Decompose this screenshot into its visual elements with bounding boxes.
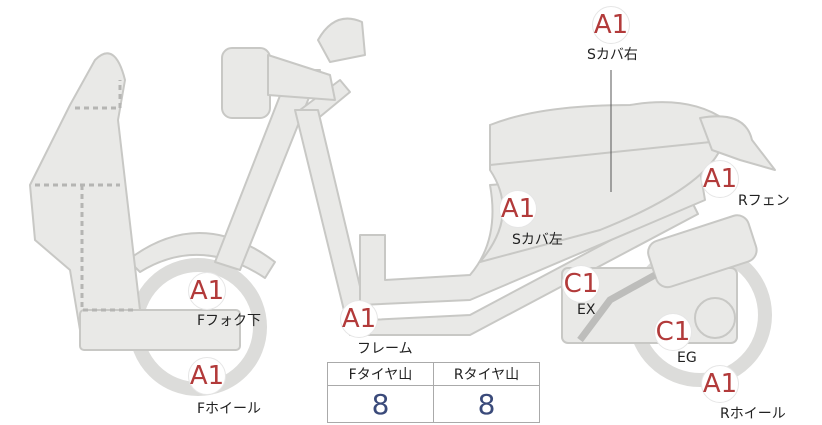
label-f-wheel: Fホイール [197,401,262,417]
grade-badge-s-cover-left: A1 [499,190,537,228]
label-s-cover-left: Sカバ左 [512,232,563,248]
tire-tread-table: Fタイヤ山 Rタイヤ山 8 8 [327,362,540,423]
windscreen-shape [317,17,366,63]
shock-shape [647,214,758,289]
value-front-tire: 8 [327,385,434,423]
grade-badge-r-fender: A1 [701,160,739,198]
handle-cover-shape [267,54,336,101]
label-r-wheel: Rホイール [720,406,786,422]
label-f-fork-lower: Fフォク下 [197,313,262,329]
header-rear-tire: Rタイヤ山 [433,362,540,386]
headlight-shape [221,47,271,119]
grade-badge-f-wheel: A1 [188,357,226,395]
panel-line-upper [75,80,122,110]
label-engine: EG [677,350,697,366]
engine-block-shape [561,267,738,344]
fork-lower-shape [79,309,241,351]
grade-badge-engine: C1 [654,313,692,351]
tail-shape [699,115,776,171]
header-front-tire: Fタイヤ山 [327,362,434,386]
leg-shield-shape [29,52,141,331]
exhaust-pipe-shape [577,271,657,343]
label-frame: フレーム [357,341,413,357]
value-rear-tire: 8 [433,385,540,423]
label-exhaust: EX [577,302,596,318]
label-r-fender: Rフェン [738,193,790,209]
label-s-cover-right: Sカバ右 [587,47,638,63]
grade-badge-s-cover-right: A1 [592,6,630,44]
grade-badge-r-wheel: A1 [701,365,739,403]
grade-badge-frame: A1 [340,300,378,338]
grade-badge-f-fork-lower: A1 [188,272,226,310]
engine-hub-shape [694,297,736,339]
grade-badge-exhaust: C1 [562,265,600,303]
